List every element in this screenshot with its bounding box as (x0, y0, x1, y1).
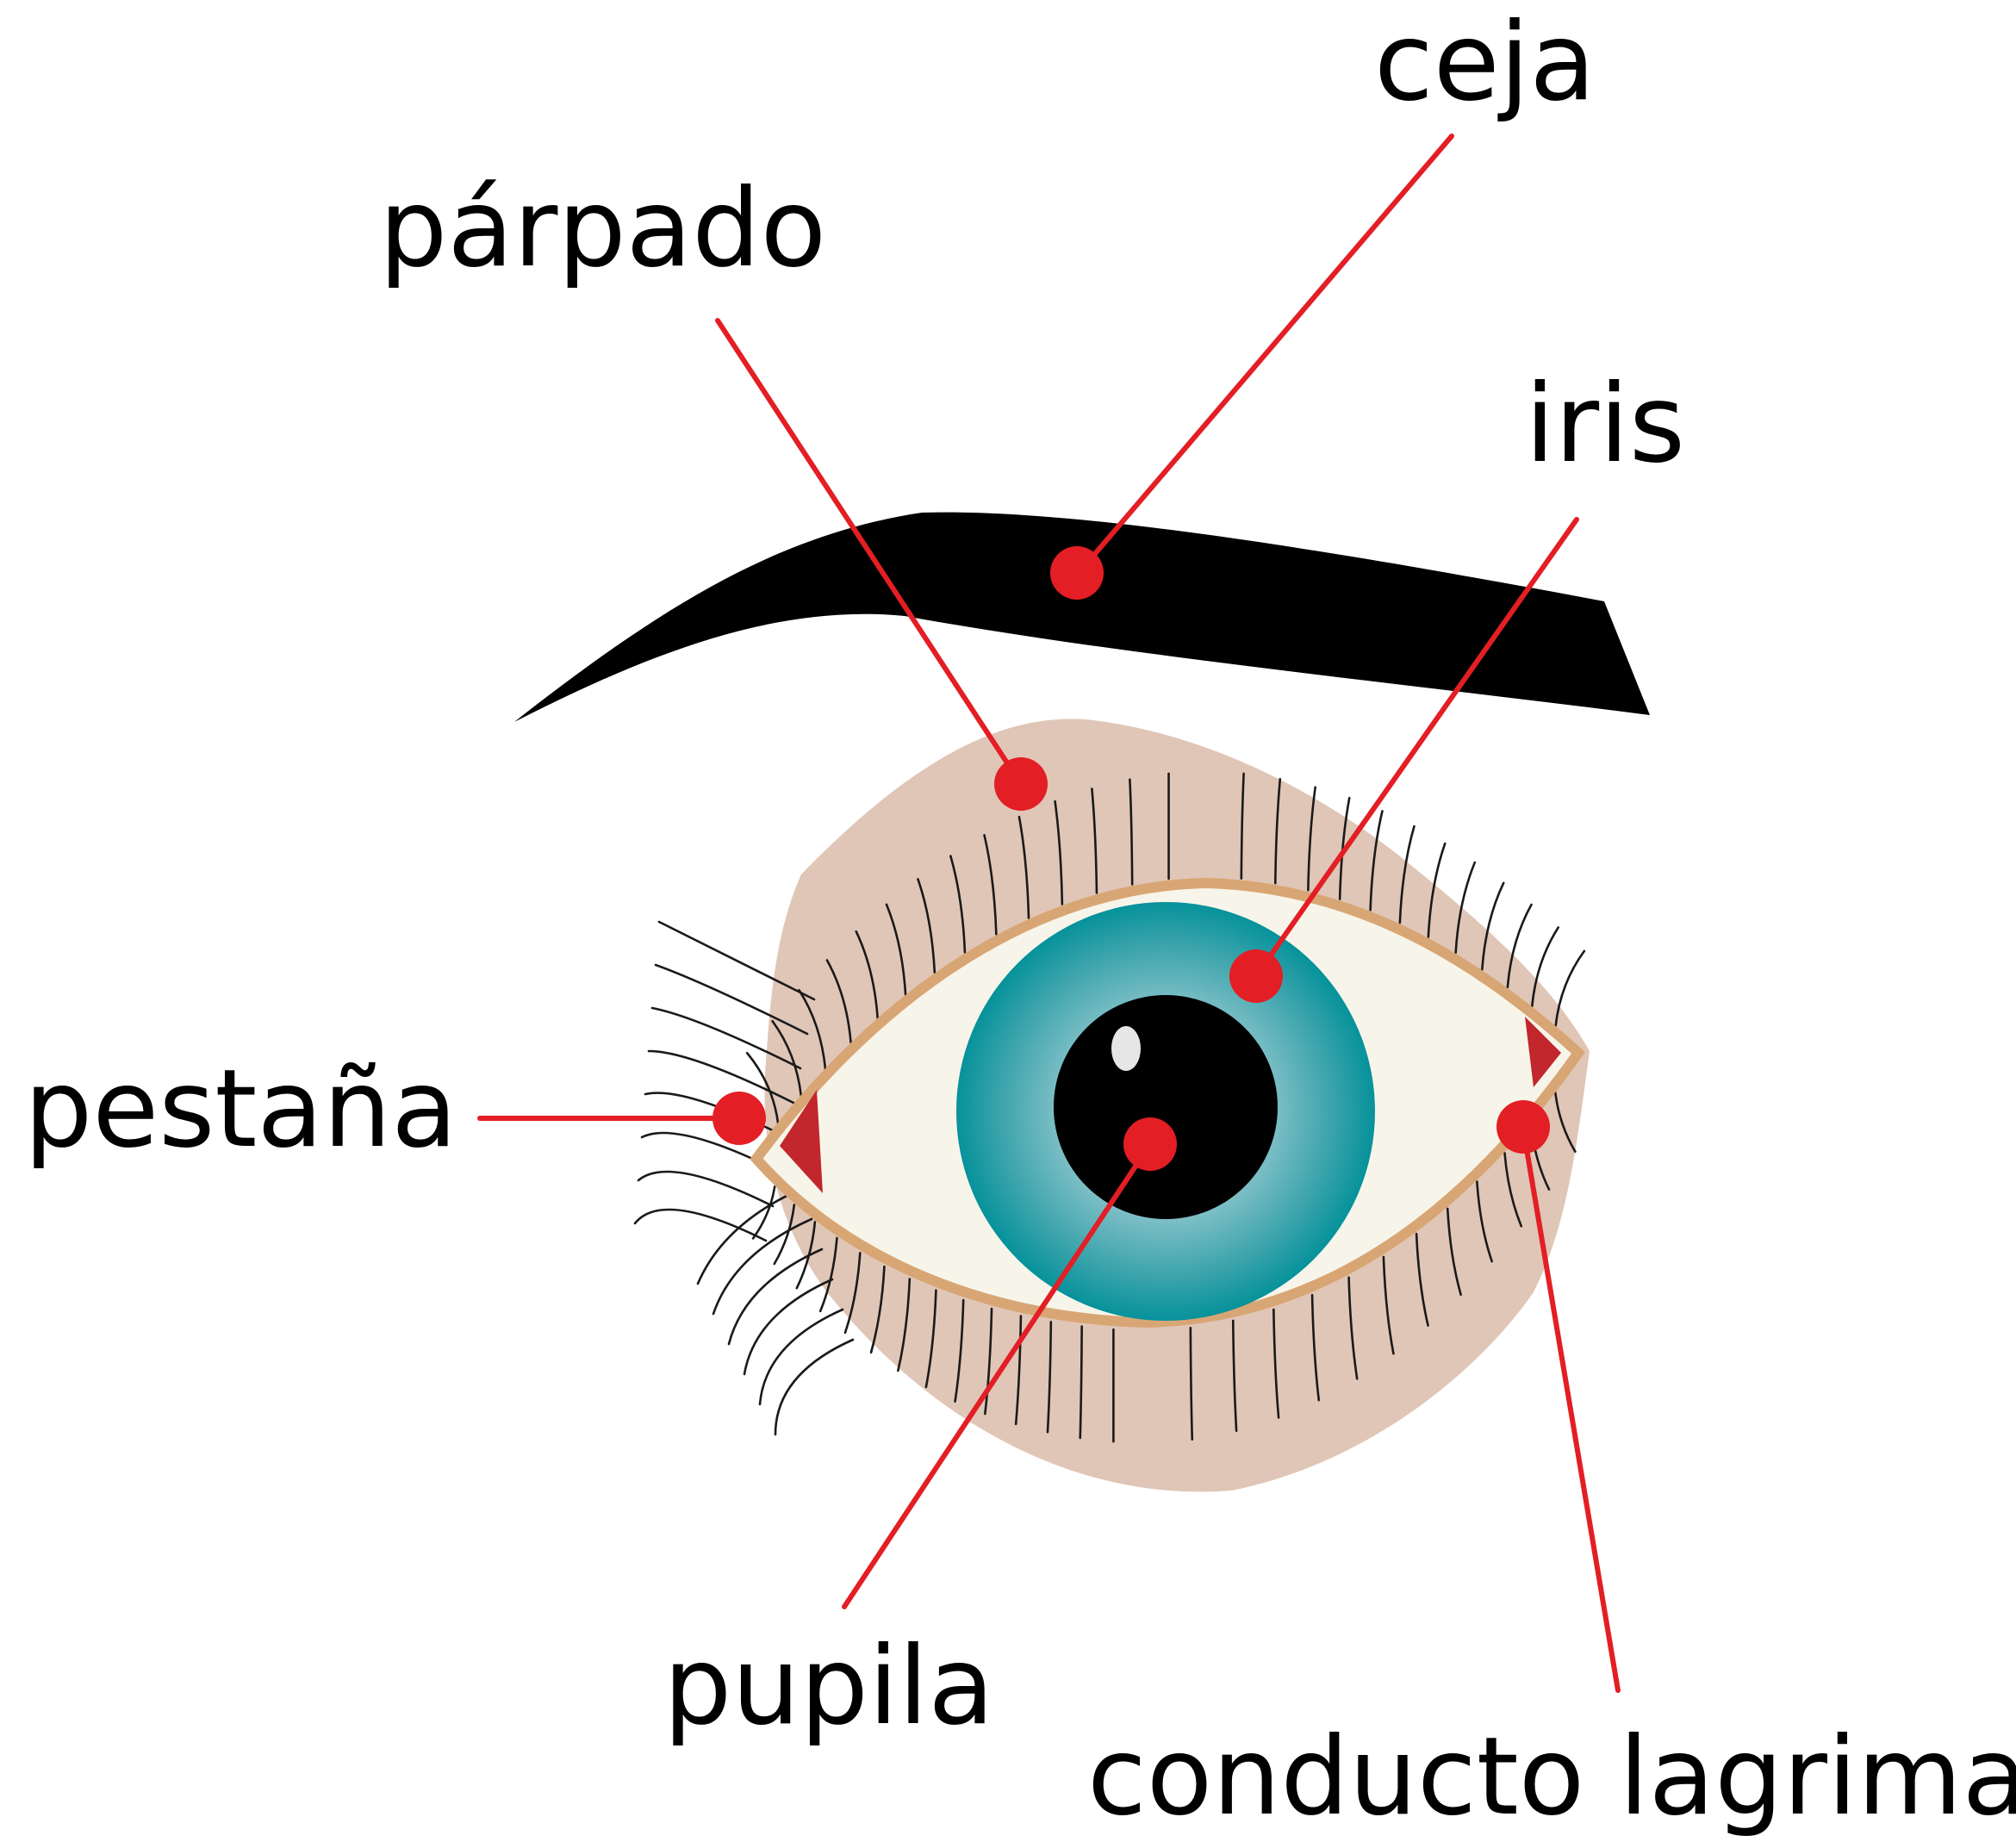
marker-pupila (1123, 1117, 1177, 1171)
eyelash-stroke (635, 1210, 766, 1241)
marker-pestana (712, 1092, 766, 1145)
label-conducto-lagrimal: conducto lagrimal (1087, 1714, 2016, 1839)
leader-ceja (1079, 136, 1452, 573)
marker-iris (1229, 949, 1283, 1003)
eyelash-stroke (775, 1340, 853, 1434)
marker-conducto-lagrimal (1496, 1100, 1550, 1154)
eyebrow-shape (514, 513, 1650, 722)
marker-parpado (994, 757, 1048, 811)
leader-conducto-lagrimal (1523, 1129, 1618, 1690)
label-pestana: pestaña (24, 1047, 457, 1172)
eyelash-stroke (638, 1172, 773, 1206)
eyelash-stroke (760, 1310, 843, 1404)
label-parpado: párpado (379, 166, 826, 291)
pupil (1054, 995, 1278, 1219)
label-pupila: pupila (663, 1624, 994, 1749)
label-ceja: ceja (1374, 0, 1596, 125)
pupil-highlight (1111, 1026, 1141, 1071)
marker-ceja (1050, 546, 1104, 600)
label-iris: iris (1525, 362, 1685, 487)
eyelash-stroke (753, 1186, 775, 1238)
